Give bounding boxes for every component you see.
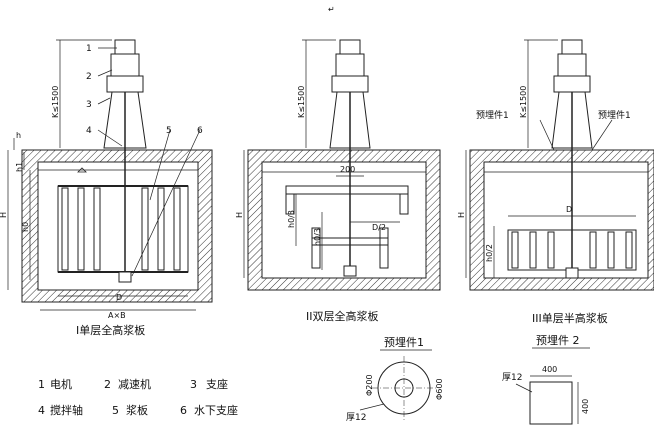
- top-return-mark: ↵: [328, 5, 335, 14]
- reducer-1: [110, 53, 140, 77]
- detail-2-thickness: 厚12: [502, 372, 522, 383]
- paddle-upper-right-2: [399, 193, 409, 215]
- paddle-blades-1: [61, 187, 181, 271]
- dim-k-2: K≤1500: [297, 86, 306, 118]
- panel-3-single-half-height: K≤1500 H h0/2 D 预埋件1 预埋件1 III单层半高浆板: [457, 39, 654, 325]
- motor-1: [114, 39, 136, 55]
- dim-h0-3-a: h0/3: [287, 210, 296, 228]
- legend-name-1: 电机: [50, 377, 72, 391]
- dim-k-1: K≤1500: [51, 86, 60, 118]
- dimension-lines-3: [465, 39, 636, 278]
- paddle-lower-left-2: [311, 227, 321, 269]
- dim-h0-3-b: h0/3: [313, 228, 322, 246]
- legend-name-3: 支座: [206, 377, 228, 391]
- dim-D-3: D: [566, 205, 572, 214]
- detail-2-title: 预埋件 2: [536, 334, 580, 347]
- dimension-lines-2: [243, 39, 400, 278]
- caption-panel-2: II双层全高浆板: [306, 309, 379, 323]
- support-cone-2: [329, 91, 371, 149]
- dim-400-width: 400: [542, 365, 557, 374]
- legend-name-5: 浆板: [126, 403, 148, 417]
- dim-h-1: h: [16, 131, 21, 140]
- legend-num-1: 1: [38, 378, 45, 391]
- callout-3: 3: [86, 100, 92, 110]
- support-cone-1: [103, 91, 147, 149]
- callout-5: 5: [166, 126, 172, 136]
- legend-num-4: 4: [38, 404, 45, 417]
- dim-200-2: 200: [340, 165, 355, 174]
- legend-num-3: 3: [190, 378, 197, 391]
- callout-4: 4: [86, 126, 92, 136]
- tank-1-inner: [37, 161, 199, 291]
- embed-square-plate: [529, 381, 573, 425]
- detail-embed-2: 预埋件 2 400 400 厚12: [502, 334, 590, 425]
- panel-2-double-full-height: K≤1500 H h0/3 h0/3 D/2 200 II双层全高浆板: [235, 39, 441, 323]
- dimension-lines-1: [7, 39, 196, 311]
- detail-1-leader: [359, 403, 385, 411]
- support-1: [106, 75, 144, 93]
- underwater-support-3: [565, 267, 579, 279]
- dim-H-1: H: [0, 212, 8, 218]
- reducer-3: [557, 53, 587, 77]
- legend-name-2: 减速机: [118, 377, 151, 391]
- dim-h1-1: h1: [15, 162, 24, 172]
- callout-2: 2: [86, 72, 92, 82]
- dim-D-1: D: [116, 293, 122, 302]
- reducer-2: [335, 53, 365, 77]
- underwater-support-1: [118, 271, 132, 283]
- embed-label-3-left: 预埋件1: [476, 109, 509, 121]
- legend-num-6: 6: [180, 404, 187, 417]
- legend-name-6: 水下支座: [194, 403, 238, 417]
- motor-2: [339, 39, 361, 55]
- paddle-upper-left-2: [285, 193, 295, 215]
- underwater-support-2: [343, 265, 357, 277]
- panel-1-single-full-height: 1 2 3 4 5 6 K≤1500 h h1 H h0 D A×B I单层全高…: [0, 39, 213, 337]
- legend-name-4: 搅拌轴: [50, 403, 83, 417]
- detail-1-title: 预埋件1: [384, 336, 424, 349]
- caption-panel-3: III单层半高浆板: [532, 311, 608, 325]
- dim-h0-2-3: h0/2: [485, 244, 494, 262]
- tank-2-inner: [261, 161, 427, 279]
- parts-legend: 1 电机 2 减速机 3 支座 4 搅拌轴 5 浆板 6 水下支座: [38, 377, 238, 417]
- detail-embed-1: 预埋件1 Φ200 Φ600 厚12: [346, 336, 444, 423]
- dim-H-2: H: [235, 212, 244, 218]
- detail-2-leader: [515, 383, 533, 393]
- dim-AxB-1: A×B: [108, 311, 126, 320]
- water-mark-1: [77, 167, 87, 173]
- support-cone-3: [551, 91, 593, 149]
- paddle-lower-right-2: [379, 227, 389, 269]
- caption-panel-1: I单层全高浆板: [76, 323, 145, 337]
- paddle-upper-bar-2: [285, 185, 409, 195]
- legend-num-5: 5: [112, 404, 119, 417]
- legend-num-2: 2: [104, 378, 111, 391]
- dim-400-height: 400: [581, 399, 590, 414]
- callout-6: 6: [197, 126, 203, 136]
- callout-1: 1: [86, 44, 92, 54]
- detail-1-thickness: 厚12: [346, 412, 366, 423]
- support-3: [553, 75, 591, 93]
- motor-3: [561, 39, 583, 55]
- callout-leaders-1: [97, 47, 201, 277]
- embed-label-3-right: 预埋件1: [598, 109, 631, 121]
- dim-D-2-2: D/2: [372, 223, 386, 232]
- dim-h0-1: h0: [21, 222, 30, 232]
- dim-phi200: Φ200: [365, 374, 374, 396]
- dim-phi600: Φ600: [435, 378, 444, 400]
- dim-H-3: H: [457, 212, 466, 218]
- paddle-blades-3: [511, 231, 633, 269]
- dim-k-3: K≤1500: [519, 86, 528, 118]
- support-2: [331, 75, 369, 93]
- tank-3-inner: [483, 161, 649, 279]
